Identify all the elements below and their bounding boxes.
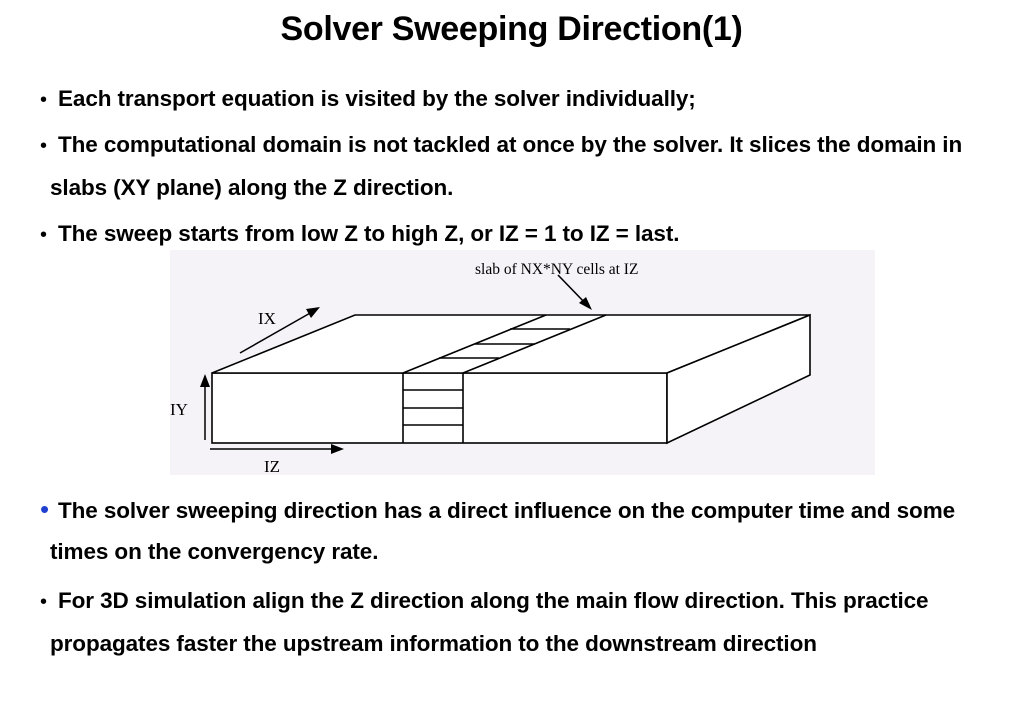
- slab-pointer-arrowhead: [579, 297, 592, 310]
- ix-arrowhead: [306, 307, 320, 318]
- bullet-dot: •: [40, 224, 47, 246]
- slab-pointer-arrow: [557, 274, 588, 306]
- slab-diagram: slab of NX*NY cells at IZ IX IY IZ: [140, 250, 880, 490]
- iz-arrowhead: [331, 444, 344, 454]
- iy-label: IY: [170, 400, 188, 419]
- iz-label: IZ: [264, 457, 280, 476]
- bullet-item-1: • Each transport equation is visited by t…: [40, 78, 1010, 121]
- bullet-text: The computational domain is not tackled …: [50, 132, 963, 200]
- ix-label: IX: [258, 309, 276, 328]
- bullet-text: The sweep starts from low Z to high Z, o…: [58, 221, 680, 246]
- slab-top-left-edge: [402, 314, 547, 374]
- slab-diagram-svg: slab of NX*NY cells at IZ IX IY IZ: [170, 250, 875, 476]
- ix-arrow: [239, 311, 313, 354]
- bullet-dot: •: [40, 135, 47, 157]
- bullet-dot: •: [40, 591, 47, 613]
- bullet-dot-accent: •: [40, 494, 50, 524]
- slide-title: Solver Sweeping Direction(1): [280, 10, 743, 48]
- iy-arrowhead: [200, 374, 210, 387]
- bullet-text: Each transport equation is visited by th…: [58, 86, 696, 111]
- bullet-item-2: •The computational domain is not tackled…: [40, 124, 1010, 208]
- bullet-dot: •: [40, 89, 47, 111]
- bullet-item-3: • The sweep starts from low Z to high Z, …: [40, 213, 1010, 256]
- slab-label: slab of NX*NY cells at IZ: [475, 261, 638, 278]
- bullet-item-4: •The solver sweeping direction has a dir…: [40, 489, 1010, 572]
- bullet-text: For 3D simulation align the Z direction …: [50, 588, 929, 656]
- bullet-text: The solver sweeping direction has a dire…: [50, 498, 956, 564]
- box-right-face: [666, 313, 811, 445]
- bullet-item-5: •For 3D simulation align the Z direction…: [40, 580, 1010, 664]
